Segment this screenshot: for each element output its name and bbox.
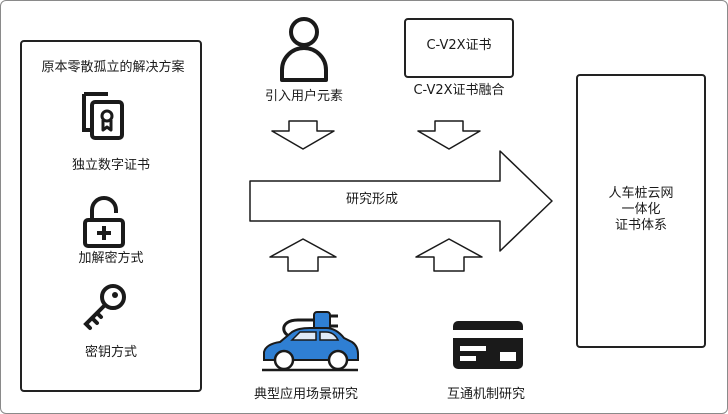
result-line-3: 证书体系 [614, 218, 667, 233]
main-arrow-label: 研究形成 [345, 192, 398, 207]
electric-car-icon [262, 311, 359, 372]
user-icon [280, 17, 328, 82]
cv2x-box-text: C-V2X证书 [426, 38, 492, 53]
up-arrow-interop [415, 238, 483, 272]
up-arrow-scenario [269, 238, 337, 272]
result-line-1: 人车桩云网 [608, 186, 674, 201]
item-label-key-method: 密钥方式 [84, 345, 137, 360]
card-icon [453, 321, 523, 369]
cv2x-fusion-label: C-V2X证书融合 [413, 83, 505, 98]
down-arrow-user [271, 120, 335, 150]
left-panel-title: 原本零散孤立的解决方案 [41, 60, 185, 75]
item-label-encryption: 加解密方式 [78, 251, 144, 266]
main-process-arrow [249, 150, 553, 252]
result-line-2: 一体化 [621, 202, 661, 217]
key-icon [83, 284, 126, 330]
result-panel [576, 74, 706, 348]
down-arrow-cv2x [417, 120, 481, 150]
left-panel [20, 40, 202, 392]
scenario-label: 典型应用场景研究 [253, 387, 358, 402]
user-element-label: 引入用户元素 [264, 89, 343, 104]
interop-label: 互通机制研究 [446, 387, 525, 402]
certificate-icon [82, 92, 124, 140]
item-label-independent-certificate: 独立数字证书 [71, 158, 150, 173]
cv2x-certificate-box [404, 18, 514, 78]
padlock-plus-icon [83, 196, 125, 248]
